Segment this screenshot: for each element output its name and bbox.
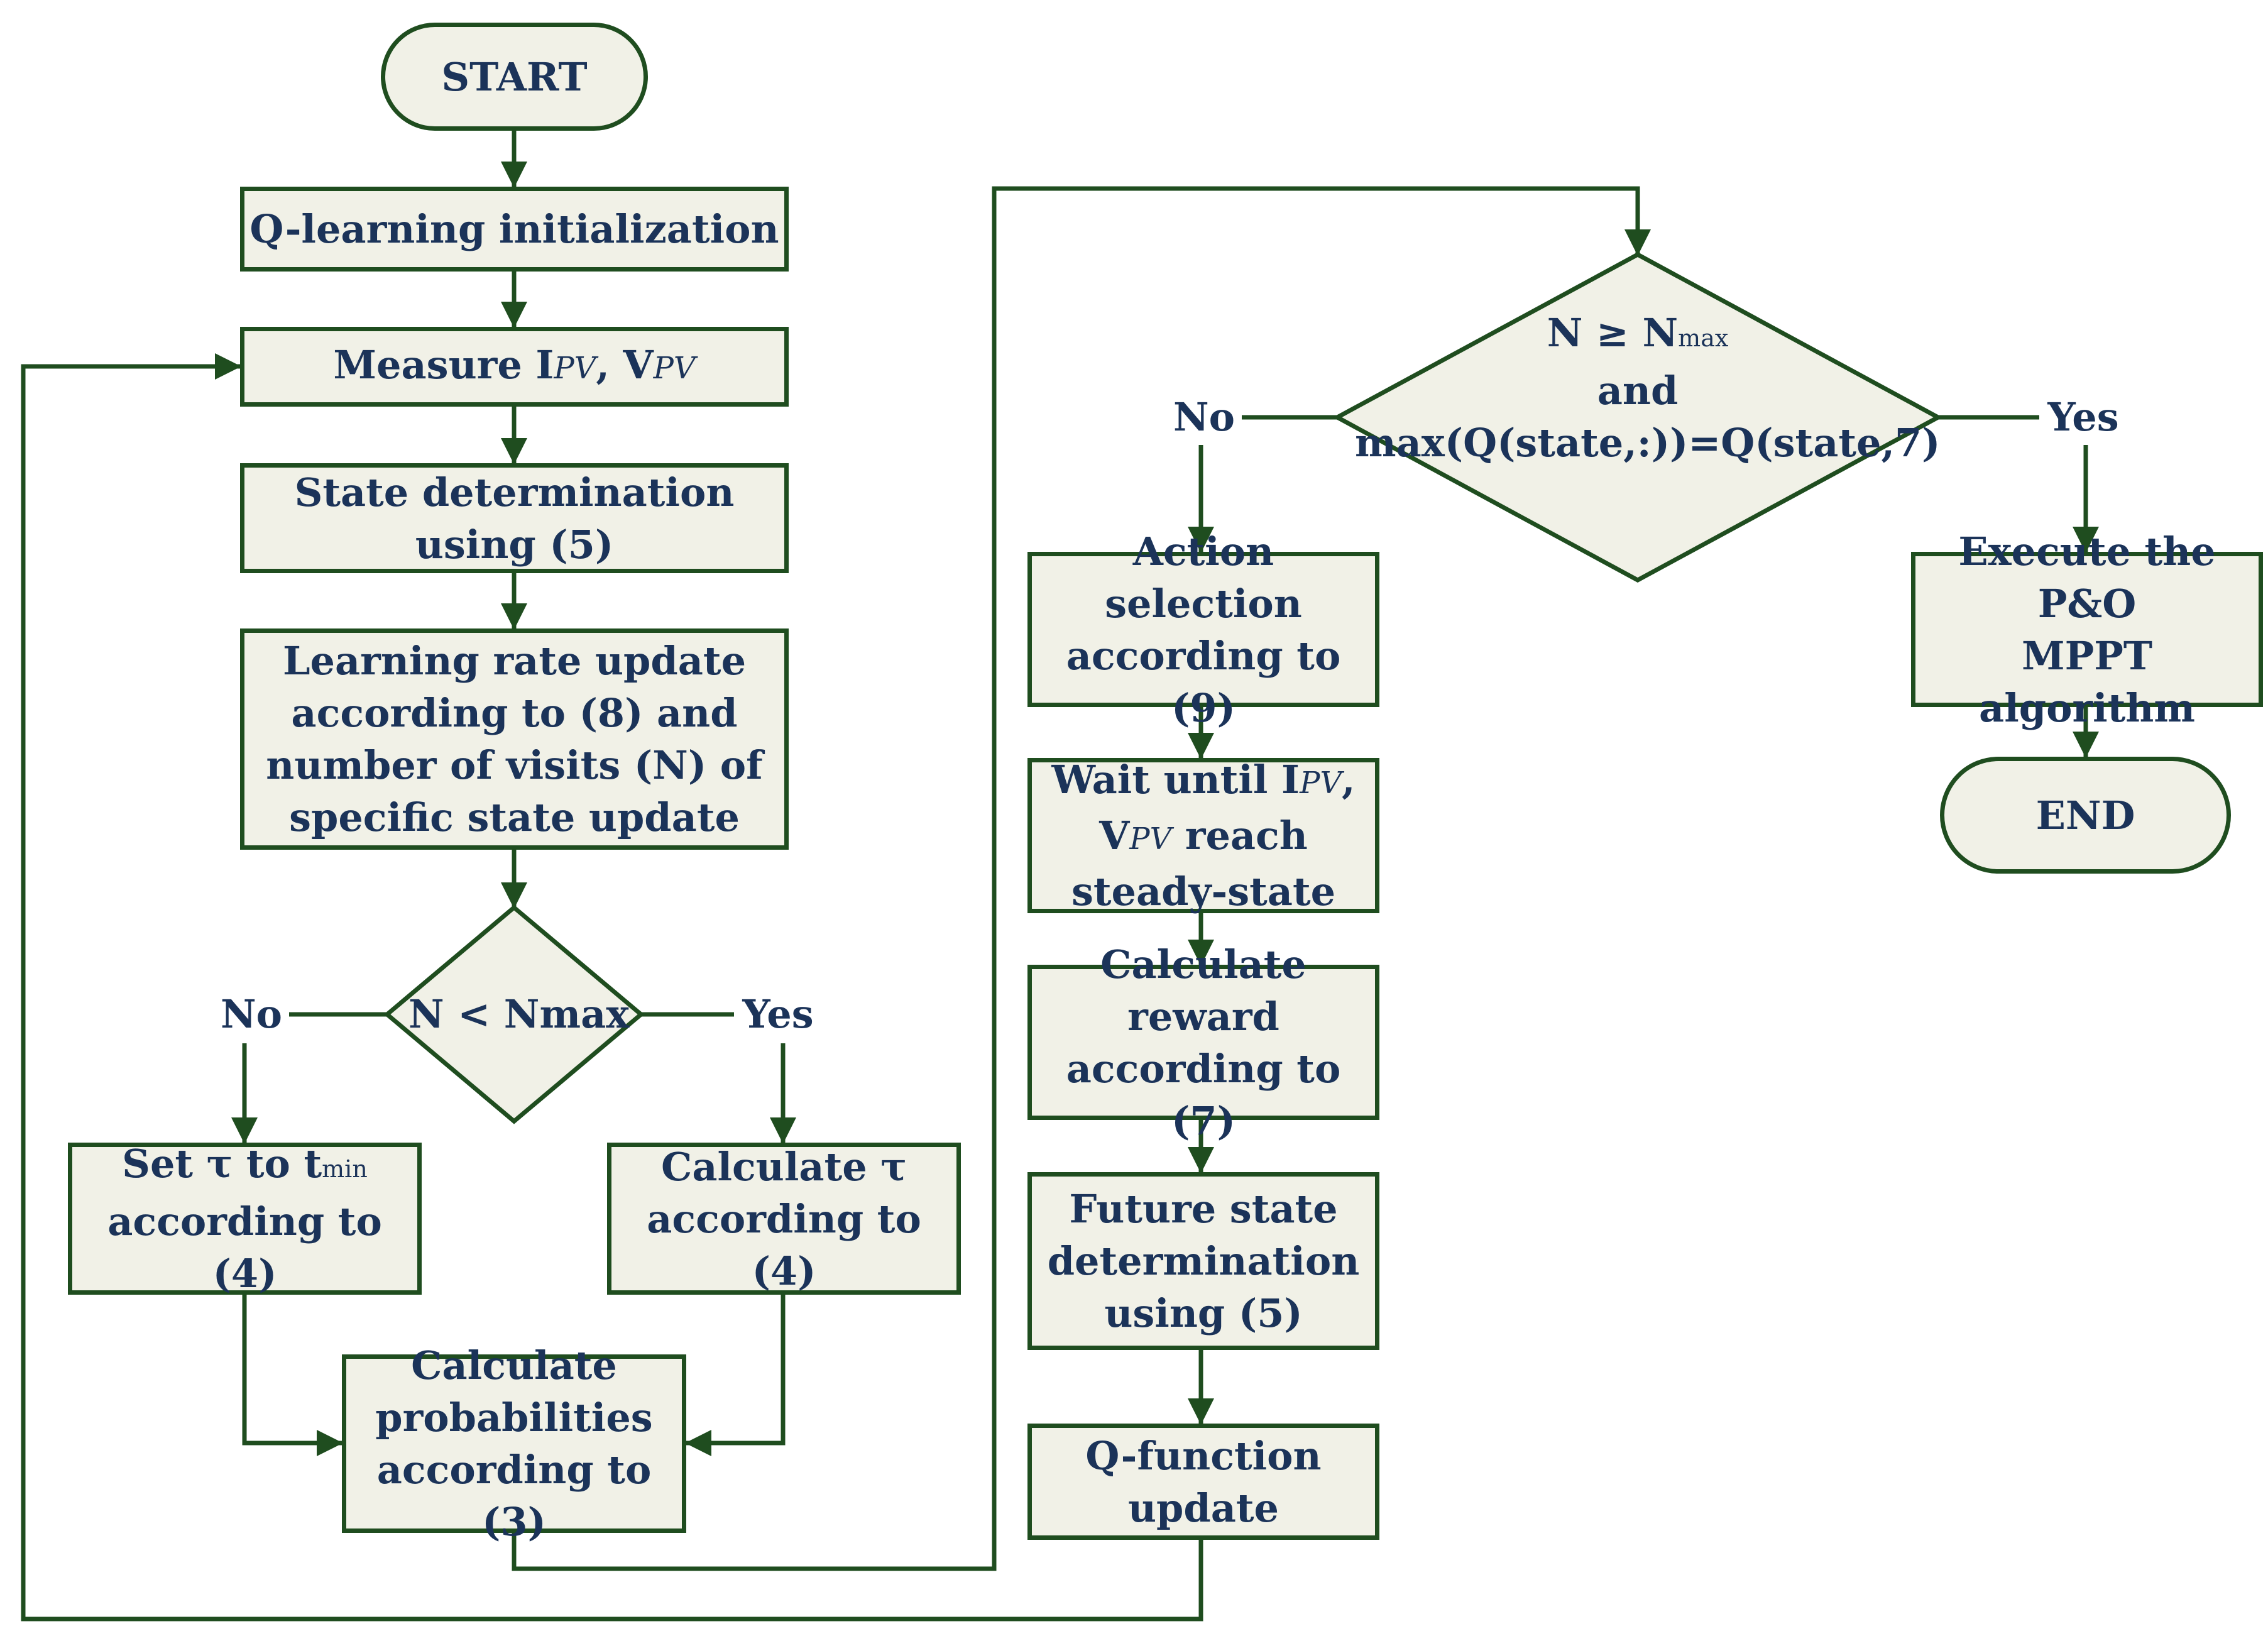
connector-settau-to-calcprob	[242, 1295, 343, 1456]
calculate-tau-box: Calculate τ according to (4)	[607, 1143, 961, 1295]
measure-box: Measure IPV, VPV	[240, 327, 789, 407]
connector-calctau-to-calcprob	[685, 1295, 786, 1456]
action-selection-line-2: according to (9)	[1066, 632, 1341, 731]
future-state-box: Future state determination using (5)	[1027, 1172, 1379, 1350]
state-determination-line-2: using (5)	[415, 521, 614, 568]
connector-qfunc-loop-to-measure	[21, 353, 1203, 1622]
future-state-line-1: Future state	[1069, 1186, 1338, 1232]
learning-rate-line-2: according to (8) and	[291, 690, 738, 736]
wait-until-line-1: Wait until IPV,	[1051, 757, 1356, 803]
calculate-tau-line-1: Calculate τ	[660, 1143, 907, 1190]
yes-label-right: Yes	[2047, 394, 2119, 440]
yes-label-left: Yes	[742, 991, 814, 1037]
q-learning-initialization-box: Q-learning initialization	[240, 187, 789, 272]
no-label-left: No	[220, 991, 283, 1037]
learning-rate-update-box: Learning rate update according to (8) and…	[240, 628, 789, 850]
no-label-right: No	[1173, 394, 1235, 440]
q-learning-initialization-label: Q-learning initialization	[249, 206, 779, 252]
start-label: START	[441, 53, 588, 100]
q-function-line-2: update	[1127, 1485, 1279, 1531]
state-determination-line-1: State determination	[294, 469, 735, 515]
wait-until-box: Wait until IPV, VPV reach steady-state	[1027, 757, 1379, 914]
future-state-line-2: determination	[1047, 1238, 1360, 1284]
calculate-probabilities-box: Calculate probabilities according to (3)	[342, 1342, 686, 1545]
execute-po-line-2: MPPT algorithm	[1979, 632, 2195, 731]
decision-n-less-nmax-label: N < Nmax	[408, 991, 630, 1037]
connector-calcprob-to-decision2	[512, 186, 1651, 1571]
learning-rate-line-1: Learning rate update	[282, 638, 747, 684]
future-state-line-3: using (5)	[1104, 1290, 1303, 1336]
action-selection-line-1: Action selection	[1105, 528, 1302, 627]
calculate-probabilities-line-3: according to (3)	[376, 1447, 652, 1545]
wait-until-line-2: VPV reach	[1099, 813, 1308, 859]
set-tau-line-1: Set τ to tmin	[122, 1141, 368, 1187]
measure-label: Measure IPV, VPV	[333, 342, 696, 388]
decision-n-geq-nmax-label: N ≥ Nmax and max(Q(state,:))=Q(state,7)	[1355, 310, 1941, 466]
calculate-reward-line-2: according to (7)	[1066, 1045, 1341, 1144]
decision-n-less-nmax-shape	[383, 904, 645, 1124]
end-label: END	[2035, 792, 2135, 838]
calculate-tau-line-2: according to (4)	[647, 1195, 921, 1294]
start-terminal: START	[381, 23, 648, 131]
set-tau-box: Set τ to tmin according to (4)	[68, 1141, 422, 1297]
decision-n-geq-nmax-shape	[1332, 252, 1943, 583]
state-determination-box: State determination using (5)	[240, 463, 789, 573]
connectors	[21, 131, 2099, 1622]
calculate-reward-line-1: Calculate reward	[1100, 941, 1307, 1040]
end-terminal: END	[1940, 757, 2231, 874]
set-tau-line-2: according to (4)	[107, 1199, 382, 1297]
learning-rate-line-3: number of visits (N) of	[266, 742, 763, 788]
learning-rate-line-4: specific state update	[289, 794, 740, 840]
calculate-probabilities-line-1: Calculate	[411, 1342, 617, 1388]
calculate-probabilities-line-2: probabilities	[375, 1395, 653, 1441]
q-function-line-1: Q-function	[1085, 1432, 1322, 1479]
decision-shapes	[383, 252, 1943, 1124]
wait-until-line-3: steady-state	[1071, 869, 1336, 914]
q-function-update-box: Q-function update	[1027, 1424, 1379, 1540]
execute-po-line-1: Execute the P&O	[1958, 528, 2216, 627]
